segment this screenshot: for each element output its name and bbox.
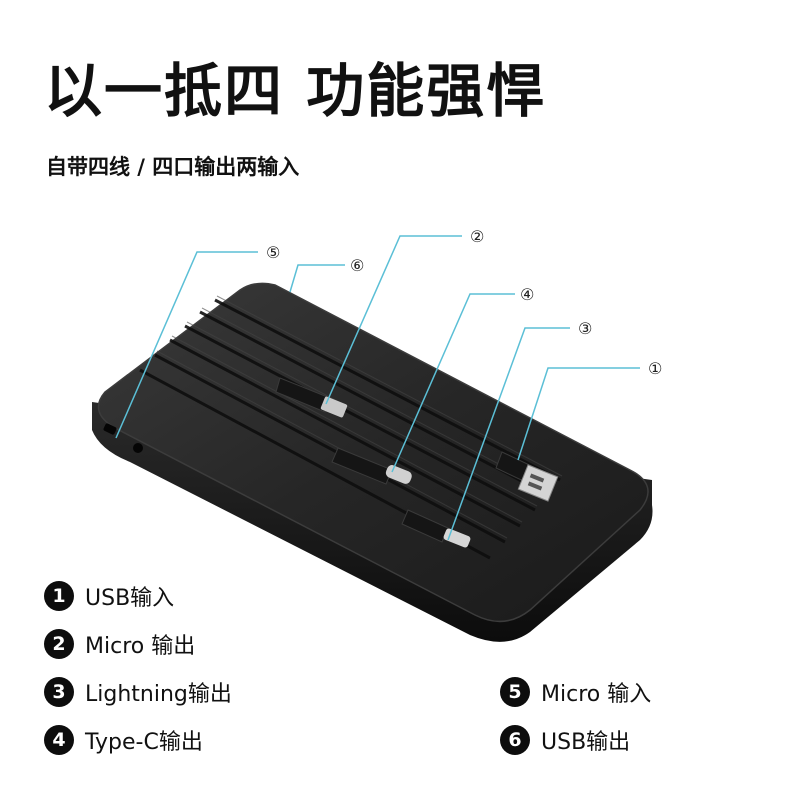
power-button bbox=[133, 443, 143, 453]
micro-input-port bbox=[103, 423, 117, 435]
legend-item-usb-output: 6 USB输出 bbox=[500, 722, 630, 758]
legend-item-micro-input: 5 Micro 输入 bbox=[500, 674, 651, 710]
callout-6: ⑥ bbox=[350, 256, 364, 275]
legend-badge: 5 bbox=[500, 677, 530, 707]
callout-3: ③ bbox=[578, 319, 592, 338]
page-title: 以一抵四 功能强悍 bbox=[44, 57, 547, 125]
cable-grooves bbox=[139, 298, 561, 560]
legend-label: Type-C输出 bbox=[85, 730, 203, 755]
callout-5: ⑤ bbox=[266, 243, 280, 262]
legend-item-lightning-output: 3 Lightning输出 bbox=[44, 674, 232, 710]
legend-item-typec-output: 4 Type-C输出 bbox=[44, 722, 203, 758]
legend-badge: 3 bbox=[44, 677, 74, 707]
callout-4: ④ bbox=[520, 285, 534, 304]
legend-badge: 4 bbox=[44, 725, 74, 755]
callout-1: ① bbox=[648, 359, 662, 378]
legend-item-micro-output: 2 Micro 输出 bbox=[44, 626, 195, 662]
legend-label: USB输出 bbox=[541, 730, 631, 755]
page-subtitle: 自带四线 / 四口输出两输入 bbox=[46, 155, 300, 179]
legend-label: USB输入 bbox=[85, 586, 175, 611]
legend-label: Micro 输出 bbox=[85, 634, 196, 659]
legend-label: Micro 输入 bbox=[541, 682, 652, 707]
legend-badge: 6 bbox=[500, 725, 530, 755]
legend-label: Lightning输出 bbox=[85, 682, 232, 707]
legend-badge: 2 bbox=[44, 629, 74, 659]
legend-badge: 1 bbox=[44, 581, 74, 611]
usb-input-connector bbox=[495, 451, 559, 502]
callout-2: ② bbox=[470, 227, 484, 246]
leader-lines bbox=[115, 235, 640, 541]
power-bank-body bbox=[97, 282, 649, 623]
legend-item-usb-input: 1 USB输入 bbox=[44, 578, 174, 614]
